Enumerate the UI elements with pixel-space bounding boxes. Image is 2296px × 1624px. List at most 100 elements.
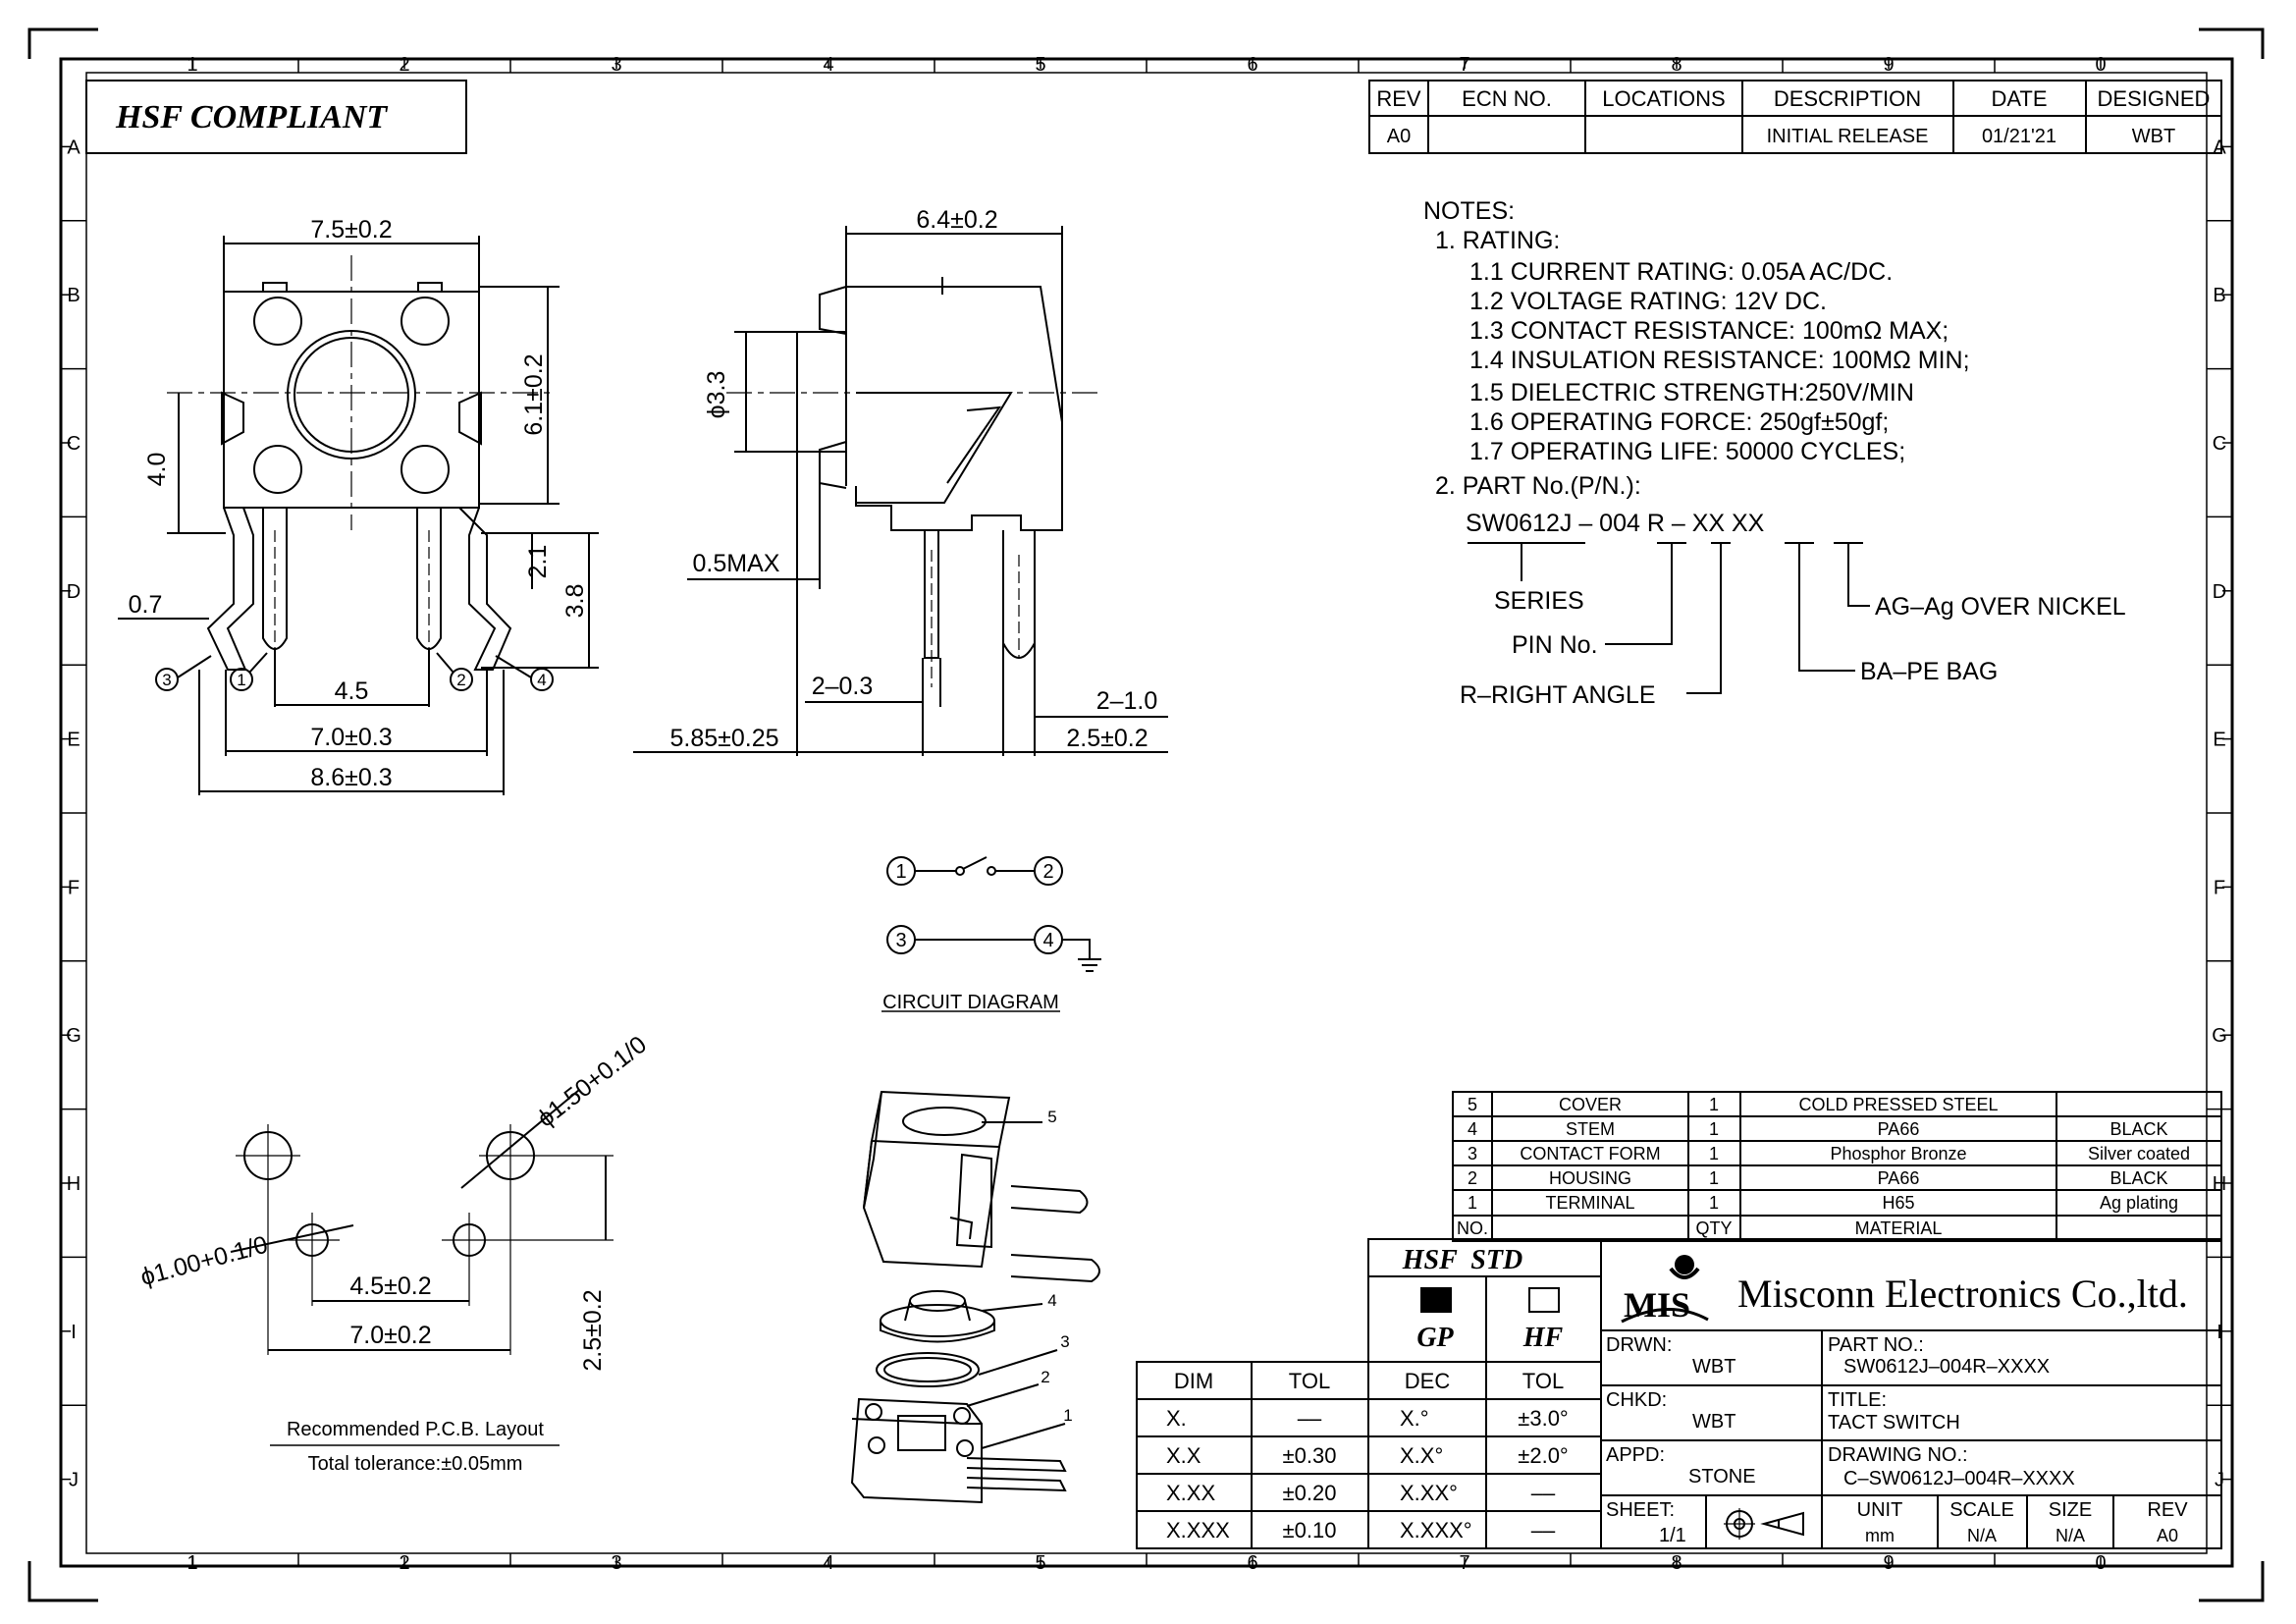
hsf-std-text: HSF STD GP HF [1402,1245,1564,1353]
row-label: F [68,877,80,898]
tolerance-cell: X.XXX [1166,1518,1230,1543]
column-label: 3 [611,54,621,76]
dim-width: 7.5±0.2 [310,216,392,244]
rating-item: 1.3 CONTACT RESISTANCE: 100mΩ MAX; [1469,317,1949,345]
rev-label: REV [2147,1499,2188,1521]
column-label: 8 [1671,54,1682,76]
dim-offset: 0.7 [129,591,163,619]
legend-pin: PIN No. [1512,631,1598,659]
designed-value: WBT [2132,126,2175,147]
bom-cell: 2 [1468,1168,1477,1188]
node-2: 2 [1042,861,1053,883]
tolerance-cell: X.XX [1166,1481,1215,1505]
drwn-value: WBT [1692,1356,1735,1378]
sheet-border [27,27,2265,1602]
legend-series: SERIES [1494,587,1584,615]
side-view-drawing [633,226,1168,756]
dim-pin-pitch: 4.5 [335,677,369,705]
bom-header: NO. [1457,1218,1488,1238]
scale-value: N/A [1967,1526,1997,1545]
circuit-title: CIRCUIT DIAGRAM [882,992,1059,1013]
title-value: TACT SWITCH [1828,1412,1960,1434]
rating-item: 1.6 OPERATING FORCE: 250gf±50gf; [1469,408,1889,436]
part-value: SW0612J–004R–XXXX [1843,1356,2050,1378]
dim-overall: 8.6±0.3 [310,764,392,791]
part-label-5: 5 [1047,1108,1056,1126]
row-label: F [2214,877,2225,898]
tolerance-cell: –– [1531,1481,1556,1505]
bom-header: QTY [1695,1218,1732,1238]
bom-cell: HOUSING [1549,1168,1631,1188]
bom-cell: Ag plating [2100,1193,2178,1213]
column-label: 7 [1459,1552,1469,1574]
drawing-label: DRAWING NO.: [1828,1444,1968,1466]
locations-header: LOCATIONS [1602,86,1726,111]
dim-button-height: 4.0 [143,453,171,487]
row-label: D [2213,581,2226,603]
dim-pin-top: 2.1 [524,545,552,579]
legend-plating: AG–Ag OVER NICKEL [1875,593,2126,621]
drawing-value: C–SW0612J–004R–XXXX [1843,1468,2075,1489]
column-label: 7 [1459,54,1469,76]
part-label: PART NO.: [1828,1334,1924,1356]
column-label: 1 [187,54,197,76]
tolerance-header: DEC [1405,1369,1451,1393]
rev-value: A0 [1387,126,1411,147]
bom-cell: 1 [1709,1119,1719,1139]
pcb-layout-drawing [230,1089,614,1446]
rev-value-block: A0 [2157,1526,2178,1545]
node-1: 1 [895,861,906,883]
logo-text: MIS [1624,1285,1690,1325]
unit-label: UNIT [1857,1499,1903,1521]
bom-cell: Silver coated [2088,1144,2190,1164]
row-label: D [67,581,80,603]
bom-cell: STEM [1566,1119,1615,1139]
part-code: SW0612J – 004 R – XX XX [1466,510,1765,537]
date-value: 01/21'21 [1982,126,2056,147]
legend-bag: BA–PE BAG [1860,658,1998,685]
column-label: 5 [1035,1552,1045,1574]
bom-cell: 1 [1709,1193,1719,1213]
designed-header: DESIGNED [2098,86,2211,111]
bom-header: MATERIAL [1855,1218,1943,1238]
column-label: 9 [1883,54,1894,76]
dim-stem-dia: ϕ3.3 [703,371,730,419]
row-label: H [67,1173,80,1195]
bom-cell: CONTACT FORM [1520,1144,1660,1164]
bom-cell: PA66 [1878,1119,1920,1139]
bom-cell: 1 [1709,1144,1719,1164]
dim-vertical: 2.5±0.2 [579,1289,607,1371]
pcb-layout-tolerance: Total tolerance:±0.05mm [308,1453,523,1475]
front-view-dimensions: 7.5±0.2 6.1±0.2 4.0 0.7 4.5 7.0±0.3 8.6±… [129,216,589,791]
row-label: J [69,1470,79,1491]
gp-label: GP [1416,1323,1454,1353]
column-label: 6 [1247,1552,1257,1574]
tolerance-cell: ±2.0° [1518,1443,1568,1468]
scale-label: SCALE [1949,1499,2014,1521]
pin-label-3: 3 [162,671,171,689]
rev-header: REV [1376,86,1421,111]
dim-max: 0.5MAX [693,550,780,577]
company-name: Misconn Electronics Co.,ltd. [1737,1272,2188,1316]
dim-d: 2.5±0.2 [1066,725,1148,752]
rating-item: 1.7 OPERATING LIFE: 50000 CYCLES; [1469,438,1905,465]
notes-title: NOTES: [1423,197,1515,225]
side-view-dimensions: 6.4±0.2 ϕ3.3 0.5MAX 2–0.3 2–1.0 5.85±0.2… [669,206,1157,752]
row-label: I [2216,1322,2222,1343]
rating-item: 1.1 CURRENT RATING: 0.05A AC/DC. [1469,258,1893,286]
tolerance-cell: X. [1166,1406,1187,1431]
column-label: 0 [2095,54,2106,76]
bom-cell: PA66 [1878,1168,1920,1188]
dim-depth: 6.4±0.2 [916,206,997,234]
pin-label-1: 1 [237,671,245,689]
row-label: C [67,433,80,455]
bom-cell: 1 [1468,1193,1477,1213]
bom-table [1452,1091,2222,1242]
bom-cell: 5 [1468,1095,1477,1114]
row-label: G [2212,1025,2227,1047]
bom-cell: 4 [1468,1119,1477,1139]
tolerance-cell: X.° [1400,1406,1429,1431]
bom-cell: Phosphor Bronze [1830,1144,1966,1164]
